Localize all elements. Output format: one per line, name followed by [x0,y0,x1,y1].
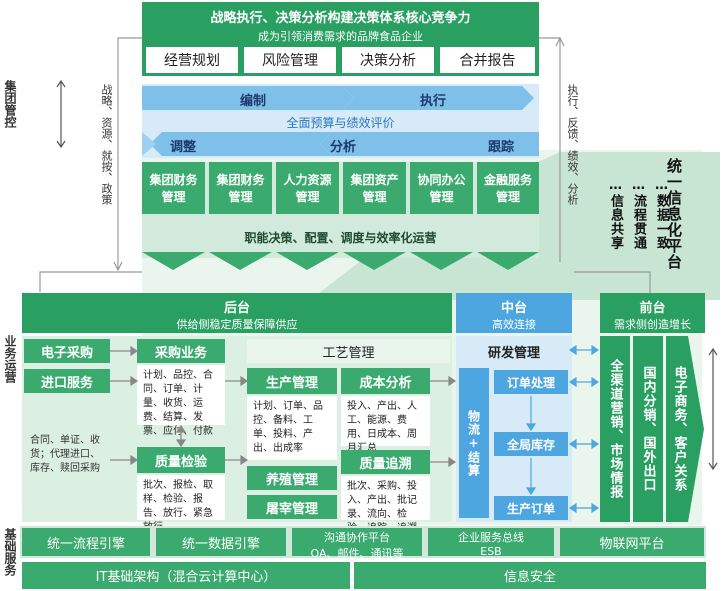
top-box-report: 合并报告 [440,47,535,73]
quality-check: 质量检验 [137,447,225,473]
farming-management: 养殖管理 [247,466,337,490]
module-assets: 集团资产管理 [343,162,406,214]
right-flow-text: 执行、反馈、绩效、分析 [566,84,579,205]
order-processing: 订单处理 [494,370,568,394]
infra-data-engine: 统一数据引擎 [156,528,286,556]
module-finance-2: 集团财务管理 [209,162,272,214]
group-functions: 职能决策、配置、调度与效率化运营 [244,230,437,245]
front-columns-shape [600,336,704,522]
strategy-subtitle: 成为引领消费需求的品牌食品企业 [258,30,423,43]
label-business-ops: 业务运营 [3,335,17,383]
craft-management: 工艺管理 [247,339,450,363]
module-hr: 人力资源管理 [276,162,339,214]
platform-item-share: …信息共享 [608,178,623,250]
cycle-arrows [142,86,539,156]
backend-header: 后台 供给侧稳定质量保障供应 [22,293,452,333]
label-group-control: 集团管控 [3,80,17,128]
module-down-arrows [142,252,539,270]
front-col-marketing: 全渠道营销、市场情报 [607,359,623,499]
global-inventory: 全局库存 [494,432,568,456]
infra-iot: 物联网平台 [560,528,704,556]
backend-subtitle: 供给侧稳定质量保障供应 [176,318,298,331]
module-office: 协同办公管理 [410,162,473,214]
cycle-execute: 执行 [420,94,447,109]
production-management: 生产管理 [247,368,337,394]
backend-title: 后台 [223,301,250,316]
strategy-title: 战略执行、决策分析构建决策体系核心竞争力 [210,11,471,26]
production-order: 生产订单 [494,496,568,520]
top-box-planning: 经营规划 [146,47,238,73]
infra-it-architecture: IT基础架构（混合云计算中心） [22,562,350,589]
left-flow-text: 战略、资源、就按、政策 [100,84,113,205]
ecommerce-purchase: 电子采购 [24,339,110,363]
module-financial-service: 金融服务管理 [477,162,539,214]
label-infra-service: 基础服务 [3,528,17,576]
infra-esb: 企业服务总线 ESB [428,528,554,558]
front-title: 前台 [639,301,666,316]
platform-item-process: …流程贯通 [631,178,646,250]
front-subtitle: 需求侧创造增长 [614,318,691,331]
import-detail: 合同、单证、收货；代理进口、库存、赎回采购 [30,435,100,474]
middle-subtitle: 高效连接 [492,318,536,331]
front-col-ecommerce: 电子商务、客户关系 [671,366,687,492]
middle-header: 中台 高效连接 [456,293,572,333]
front-header: 前台 需求侧创造增长 [600,293,705,333]
group-arrow-icon [56,79,66,149]
logistics-settlement: 物流+结算 [459,368,489,518]
cycle-center: 全面预算与绩效评价 [286,115,395,130]
cycle-compile: 编制 [240,94,267,109]
infra-collab: 沟通协作平台 OA、邮件、通讯等 [292,528,422,560]
platform-item-data: …数据一致 [654,178,669,250]
front-col-distribution: 国内分销、国外出口 [640,366,656,492]
production-detail: 计划、订单、品控、备料、工单、投料、产出、出成率 [247,396,337,460]
module-finance-1: 集团财务管理 [142,162,205,214]
top-box-risk: 风险管理 [244,47,336,73]
middle-title: 中台 [500,301,527,316]
quality-trace: 质量追溯 [341,450,430,474]
infra-process-engine: 统一流程引擎 [22,528,150,556]
infra-collab-sub: OA、邮件、通讯等 [310,547,404,560]
slaughter-management: 屠宰管理 [247,495,337,519]
infra-security: 信息安全 [354,562,706,589]
cost-analysis: 成本分析 [341,368,430,394]
cycle-adjust: 调整 [170,140,197,155]
import-service: 进口服务 [24,369,110,393]
top-box-decision: 决策分析 [342,47,434,73]
cycle-analyze: 分析 [330,140,357,155]
cycle-track: 跟踪 [488,140,515,155]
infra-esb-label: 企业服务总线 [458,531,524,544]
platform-title: 统一信息化平台 [665,158,683,270]
cost-detail: 投入、产出、人工、能源、费用、日成本、周月汇总 [341,396,430,454]
strategy-header: 战略执行、决策分析构建决策体系核心竞争力 成为引领消费需求的品牌食品企业 [142,2,539,44]
front-arrow-icon [708,347,718,471]
infra-esb-sub: ESB [480,545,502,558]
platform-items: …数据一致 …流程贯通 …信息共享 [606,178,671,250]
purchase-business: 采购业务 [137,339,225,363]
infra-collab-label: 沟通协作平台 [324,531,390,544]
rd-management: 研发管理 [487,345,540,361]
